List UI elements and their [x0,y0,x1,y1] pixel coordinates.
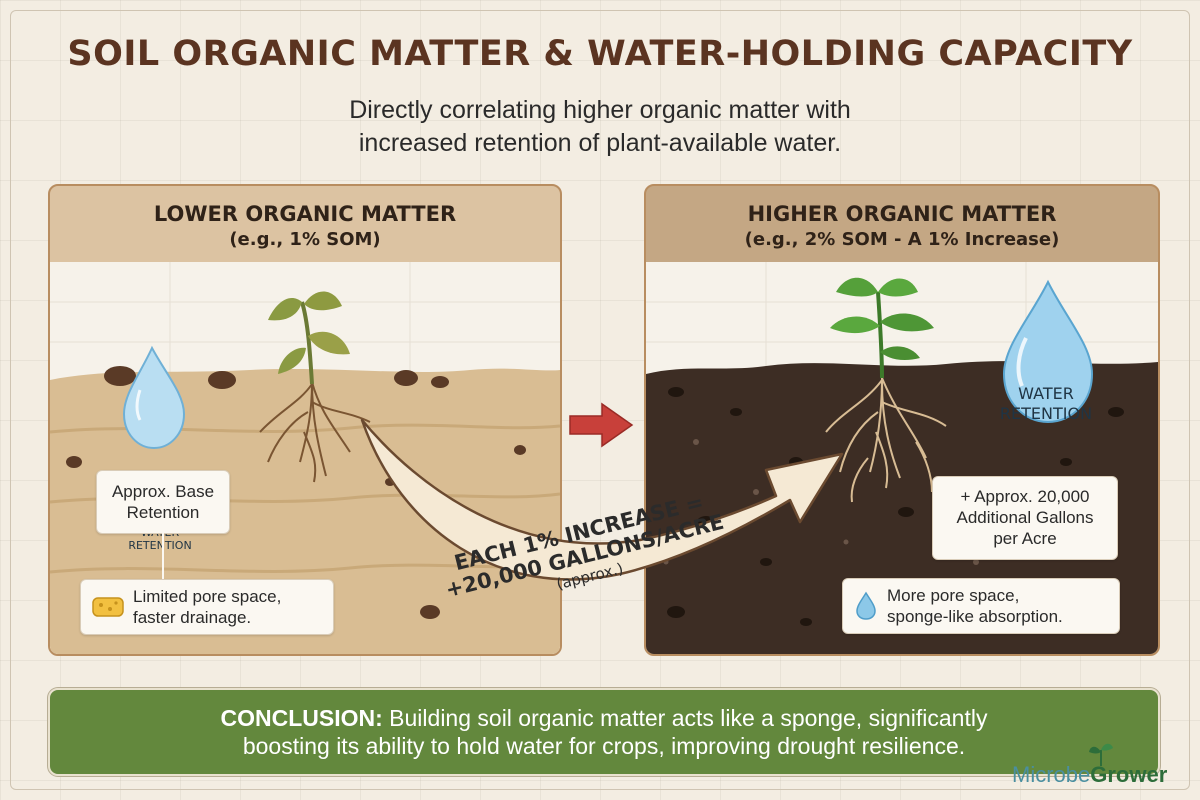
lower-panel-subtitle: (e.g., 1% SOM) [229,229,381,250]
lower-note-text: Limited pore space, faster drainage. [133,586,281,628]
lower-organic-matter-panel: LOWER ORGANIC MATTER (e.g., 1% SOM) [48,184,562,656]
higher-note-line-1: More pore space, [887,586,1020,605]
base-retention-line-1: Approx. Base [111,482,215,501]
subtitle-line-1: Directly correlating higher organic matt… [349,96,851,124]
lower-note-line-2: faster drainage. [133,608,252,627]
higher-panel-subtitle: (e.g., 2% SOM - A 1% Increase) [744,229,1060,250]
base-retention-box: Approx. Base Retention [96,470,230,534]
conclusion-text: CONCLUSION: Building soil organic matter… [90,704,1118,760]
higher-organic-matter-panel: HIGHER ORGANIC MATTER (e.g., 2% SOM - A … [644,184,1160,656]
lower-note-line-1: Limited pore space, [133,587,282,606]
brand-name: MicrobeGrower [1012,762,1167,788]
conclusion-line-1: Building soil organic matter acts like a… [382,705,988,731]
connector-line [162,533,164,579]
water-drop-icon [856,591,876,620]
brand-part-1: Microbe [1012,762,1091,787]
conclusion-banner: CONCLUSION: Building soil organic matter… [48,688,1160,776]
sprout-icon [1089,743,1113,766]
lower-note-box: Limited pore space, faster drainage. [80,579,334,635]
additional-retention-line-3: per Acre [993,529,1057,548]
brand-part-2: Grower [1090,762,1168,787]
higher-drop-label-line-2: RETENTION [999,404,1093,423]
page-subtitle: Directly correlating higher organic matt… [250,94,950,160]
lower-panel-title: LOWER ORGANIC MATTER [153,202,457,226]
page-frame [10,10,1190,790]
higher-note-box: More pore space, sponge-like absorption. [842,578,1120,634]
higher-water-retention-label: WATER RETENTION [976,384,1116,424]
higher-note-text: More pore space, sponge-like absorption. [887,585,1063,627]
higher-note-line-2: sponge-like absorption. [887,607,1063,626]
lower-panel-header: LOWER ORGANIC MATTER (e.g., 1% SOM) [50,186,560,262]
subtitle-line-2: increased retention of plant-available w… [358,129,842,157]
conclusion-line-2: boosting its ability to hold water for c… [242,733,966,759]
conclusion-label: CONCLUSION: [220,705,383,731]
higher-panel-title: HIGHER ORGANIC MATTER [747,202,1057,226]
page-title: SOIL ORGANIC MATTER & WATER-HOLDING CAPA… [67,34,1133,74]
brand-logo: MicrobeGrower [1006,743,1196,796]
base-retention-text: Approx. Base Retention [97,481,229,523]
higher-panel-header: HIGHER ORGANIC MATTER (e.g., 2% SOM - A … [646,186,1158,262]
sponge-icon [92,597,124,617]
additional-retention-text: + Approx. 20,000 Additional Gallons per … [933,486,1117,549]
additional-retention-box: + Approx. 20,000 Additional Gallons per … [932,476,1118,560]
red-arrow-icon [569,402,634,448]
additional-retention-line-2: Additional Gallons [956,508,1094,527]
higher-drop-label-line-1: WATER [1018,384,1074,403]
additional-retention-line-1: + Approx. 20,000 [960,487,1090,506]
lower-drop-label-line-2: RETENTION [128,539,192,552]
base-retention-line-2: Retention [126,503,200,522]
